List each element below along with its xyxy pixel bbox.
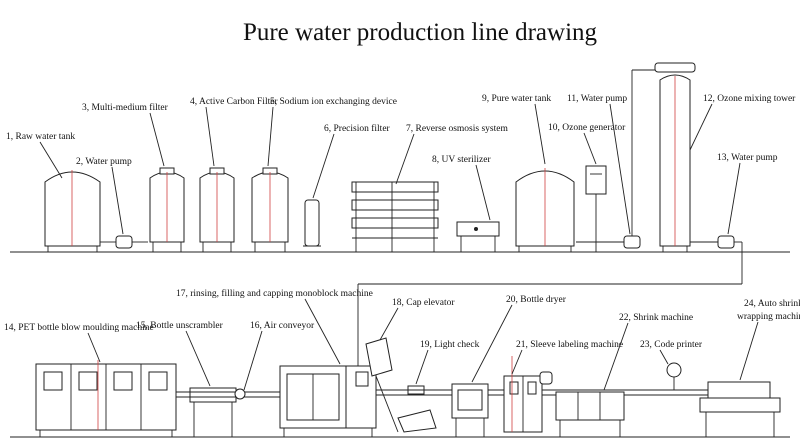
ozone-generator — [585, 165, 607, 252]
water-pump-1 — [100, 235, 148, 249]
pure-water-tank — [515, 168, 575, 252]
code-printer — [666, 362, 682, 390]
monoblock-machine — [279, 365, 377, 437]
air-conveyor — [176, 388, 280, 400]
label-light-check: 19, Light check — [420, 340, 480, 350]
label-blow-moulding: 14, PET bottle blow moulding machine — [4, 323, 154, 333]
label-air-conveyor: 16, Air conveyor — [250, 321, 315, 331]
label-reverse-osmosis: 7, Reverse osmosis system — [406, 124, 508, 134]
sodium-ion-exchanging-device — [251, 167, 289, 252]
label-precision-filter: 6, Precision filter — [324, 123, 391, 134]
label-water-pump-11: 11, Water pump — [567, 94, 627, 104]
label-multi-medium-filter: 3, Multi-medium filter — [82, 102, 169, 113]
label-bottle-dryer: 20, Bottle dryer — [506, 295, 567, 305]
diagram-title: Pure water production line drawing — [243, 19, 598, 46]
cap-elevator — [365, 337, 437, 433]
label-water-pump-2: 2, Water pump — [76, 157, 132, 167]
uv-sterilizer — [456, 221, 500, 252]
raw-water-tank — [44, 170, 101, 252]
label-uv-sterilizer: 8, UV sterilizer — [432, 155, 491, 165]
water-pump-13 — [690, 235, 743, 284]
label-auto-shrink-wrapping-2: wrapping machine — [737, 312, 800, 322]
bottle-dryer — [451, 383, 489, 437]
auto-shrink-wrapping-machine — [699, 381, 781, 437]
sleeve-labeling-machine — [503, 356, 553, 433]
label-sodium-ion-device: 5, Sodium ion exchanging device — [270, 97, 397, 107]
ozone-mixing-tower — [654, 62, 696, 252]
active-carbon-filter — [199, 167, 235, 252]
label-auto-shrink-wrapping-1: 24, Auto shrink — [744, 299, 800, 309]
precision-filter — [303, 199, 321, 247]
water-pump-11 — [576, 69, 656, 249]
pet-bottle-blow-moulding-machine — [35, 360, 177, 437]
label-sleeve-labeling: 21, Sleeve labeling machine — [516, 340, 623, 350]
label-bottle-unscrambler: 15, Bottle unscrambler — [136, 321, 224, 331]
multi-medium-filter — [149, 167, 185, 252]
bottle-unscrambler — [189, 387, 237, 437]
label-ozone-mixing-tower: 12, Ozone mixing tower — [703, 94, 796, 104]
reverse-osmosis-system — [351, 181, 439, 252]
shrink-machine — [555, 391, 625, 437]
label-code-printer: 23, Code printer — [640, 340, 703, 350]
label-active-carbon-filter: 4, Active Carbon Filter — [190, 97, 278, 107]
label-cap-elevator: 18, Cap elevator — [392, 298, 455, 308]
label-raw-water-tank: 1, Raw water tank — [6, 132, 75, 142]
label-pure-water-tank: 9, Pure water tank — [482, 94, 551, 104]
label-ozone-generator: 10, Ozone generator — [548, 123, 626, 133]
label-water-pump-13: 13, Water pump — [717, 153, 778, 163]
label-shrink-machine: 22, Shrink machine — [619, 313, 693, 323]
label-monoblock: 17, rinsing, filling and capping monoblo… — [176, 288, 373, 299]
